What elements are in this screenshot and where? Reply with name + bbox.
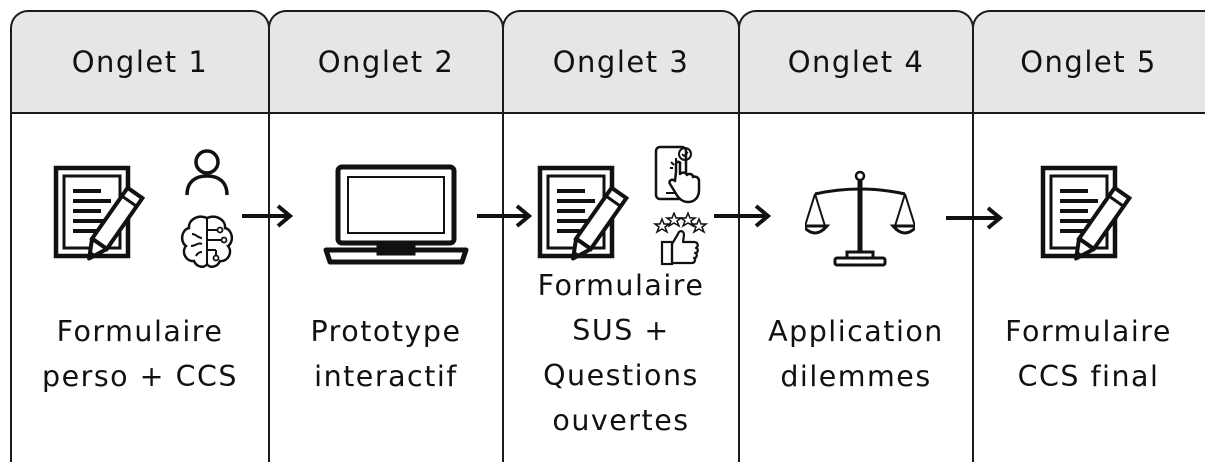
tab-5-title: Onglet 5 [1020,44,1157,79]
brain-circuit-icon [180,215,234,268]
form-pencil-icon [537,165,652,270]
person-icon [185,149,229,196]
column-divider-1 [268,112,270,462]
column-divider-2 [502,112,504,462]
thumbs-up-stars-icon [652,212,708,266]
tab-4-label: Application dilemmes [738,309,974,399]
tab-4-title: Onglet 4 [787,44,925,79]
label-line: ouvertes [552,404,690,437]
label-line: Formulaire [56,315,224,348]
laptop-icon [323,164,469,265]
label-line: SUS + [572,314,670,347]
arrow-right-icon [714,204,772,228]
label-line: Formulaire [537,269,705,302]
arrow-right-icon [242,204,294,228]
label-line: Formulaire [1005,315,1172,348]
label-line: perso + CCS [41,360,239,393]
tab-5-header [972,10,1205,113]
label-line: CCS final [1017,360,1160,393]
tab-1-title: Onglet 1 [71,44,209,79]
column-divider-4 [972,112,974,462]
tab-1-label: Formulaire perso + CCS [10,309,270,399]
tab-3-header [502,10,740,113]
left-border [10,40,12,462]
column-divider-3 [738,112,740,462]
tab-2-header [268,10,504,113]
label-line: dilemmes [780,360,932,393]
balance-scale-icon [805,170,915,267]
label-line: Application [768,315,944,348]
phone-touch-icon [654,145,701,204]
tab-1-header [10,10,270,113]
tab-4-header [738,10,974,113]
label-line: Prototype [310,315,462,348]
arrow-right-icon [946,206,1004,230]
tab-5-label: Formulaire CCS final [972,309,1205,399]
form-pencil-icon [53,165,168,270]
label-line: Questions [543,359,699,392]
arrow-right-icon [477,204,533,228]
tab-3-title: Onglet 3 [552,44,690,79]
label-line: interactif [314,360,458,393]
tab-3-label: Formulaire SUS + Questions ouvertes [502,263,740,443]
form-pencil-icon [1040,165,1155,270]
tab-2-title: Onglet 2 [317,44,455,79]
header-divider [10,112,1205,114]
tab-2-label: Prototype interactif [268,309,504,399]
